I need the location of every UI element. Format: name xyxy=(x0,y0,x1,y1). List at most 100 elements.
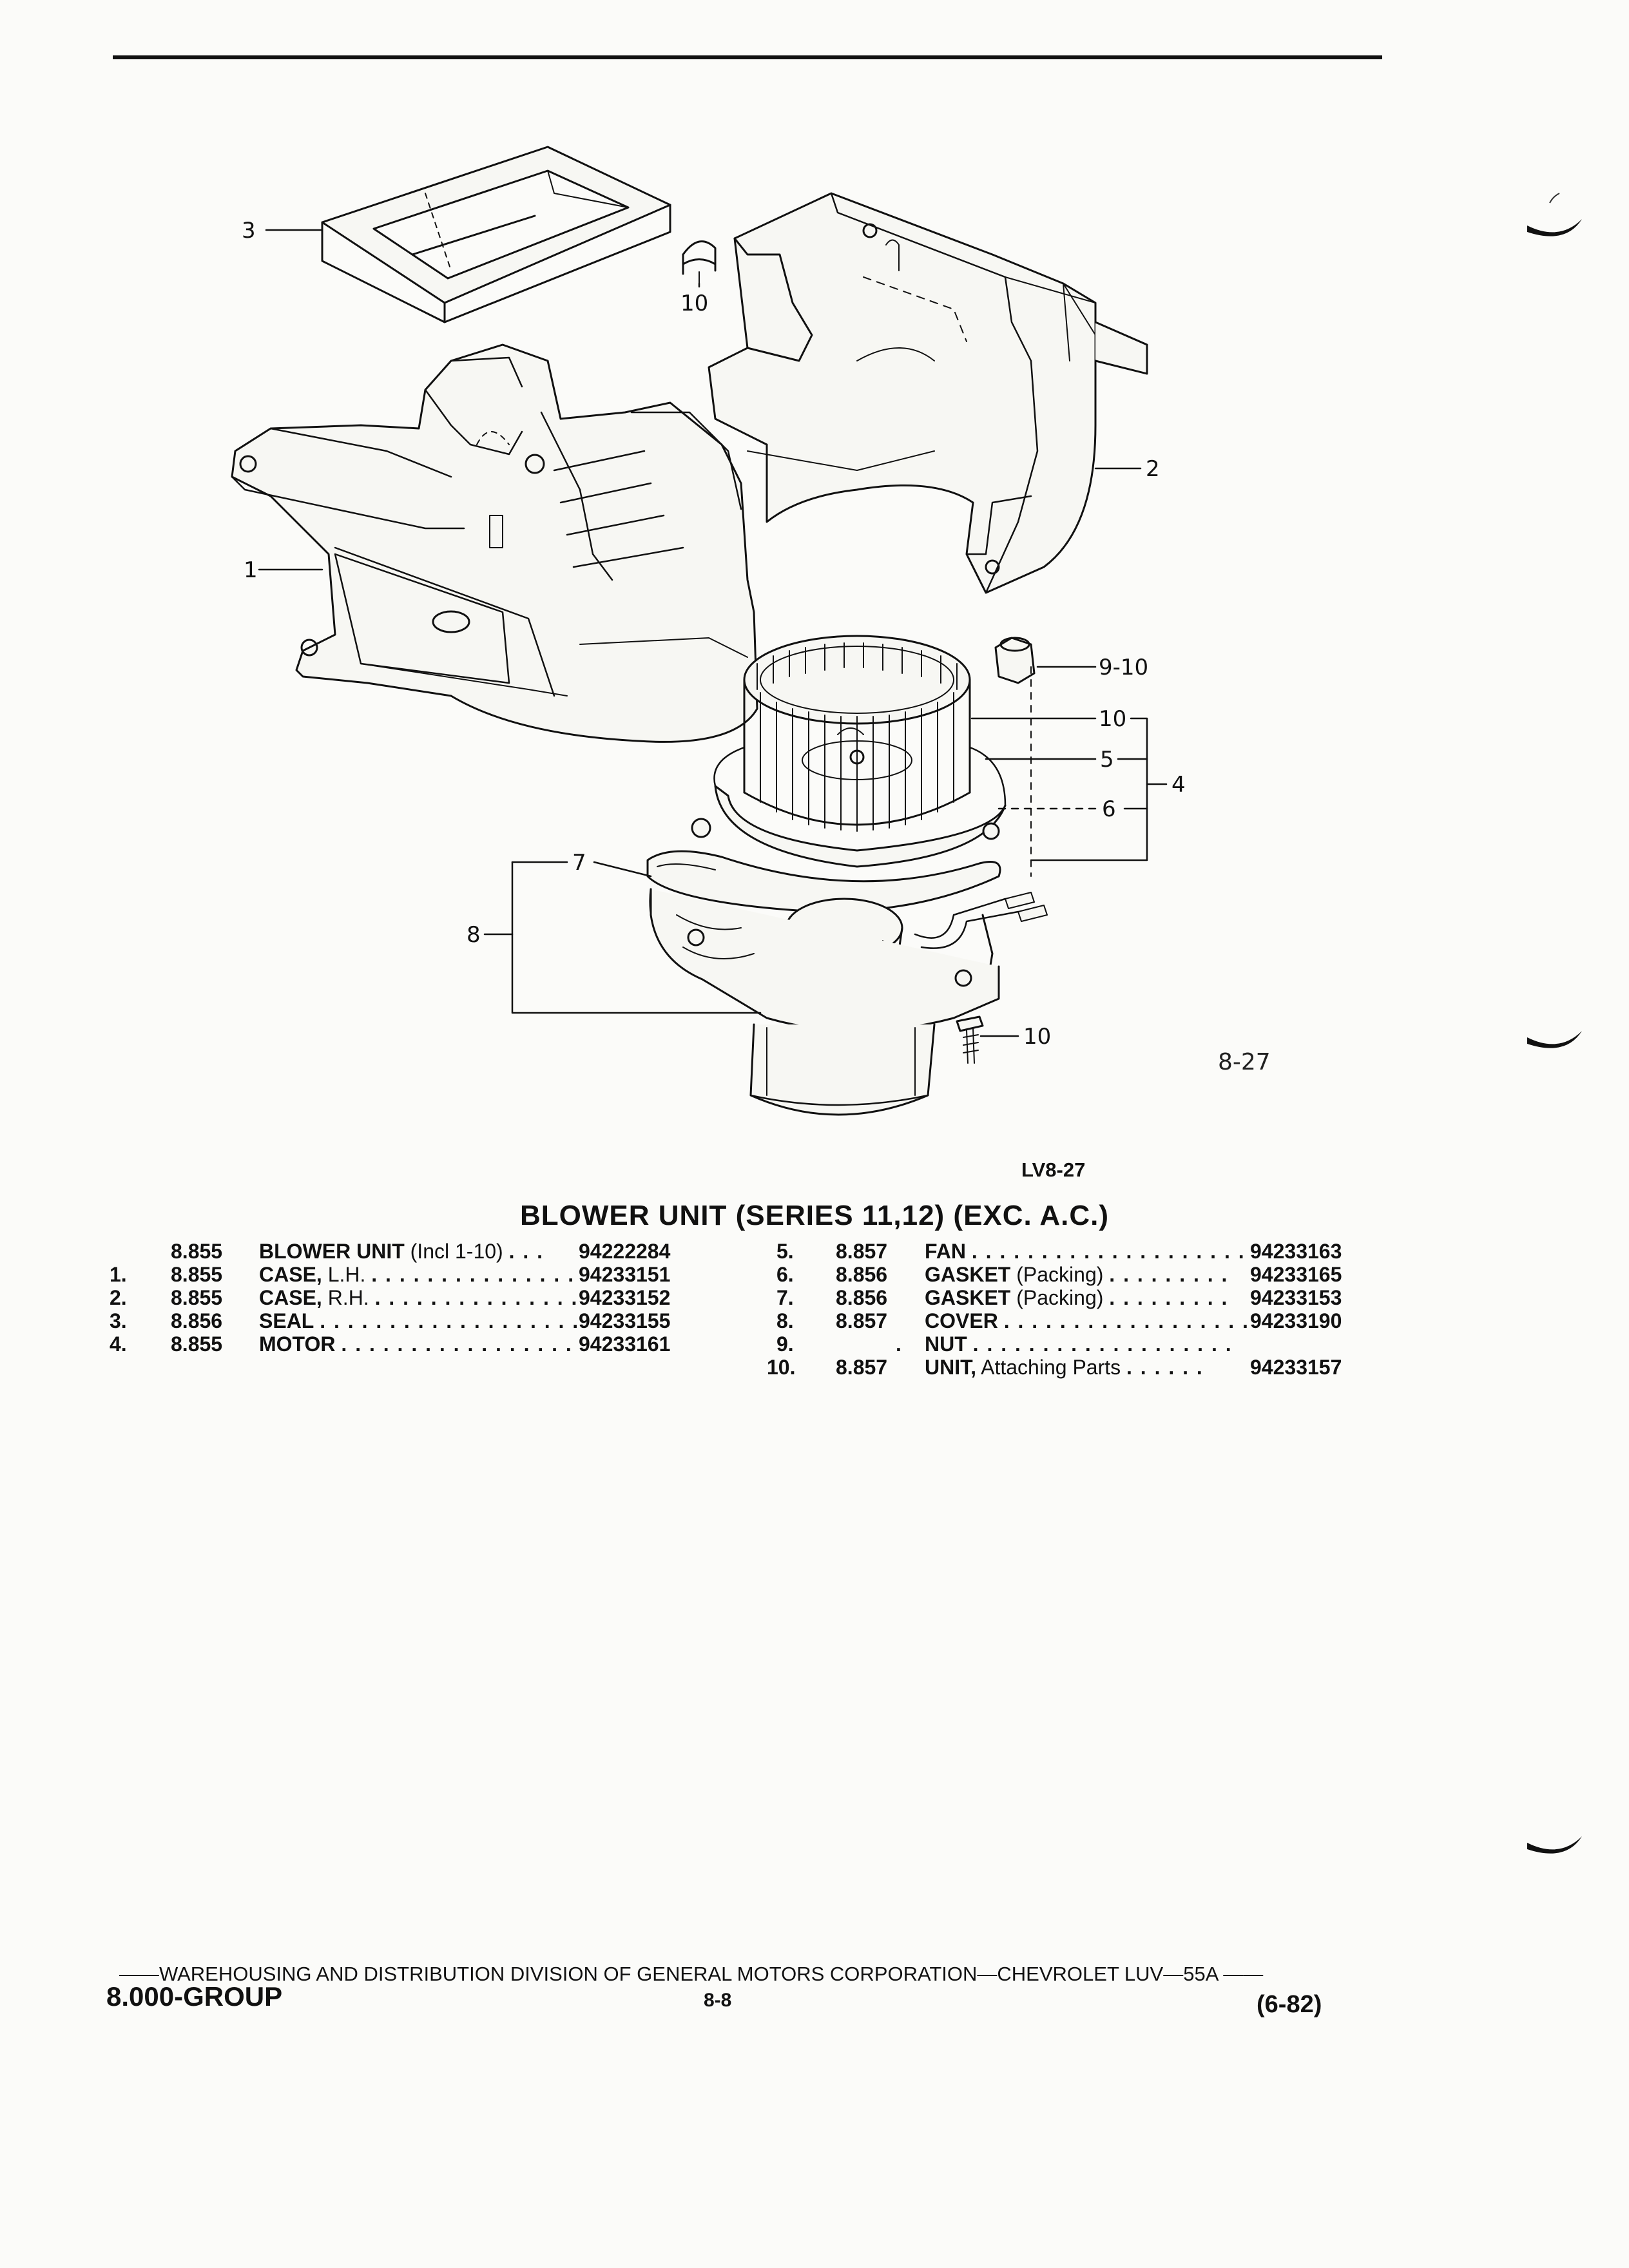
part-description: GASKET (Packing) . . . . . . . . . xyxy=(925,1286,1228,1309)
gasket-part-7 xyxy=(646,850,1001,912)
parts-row: 6. 8.856 GASKET (Packing) . . . . . . . … xyxy=(767,1263,1385,1286)
leader-dots: . . . . . . . . . . . . . . . xyxy=(374,1286,579,1309)
leader-dots: . . . . . . xyxy=(1126,1356,1204,1379)
screw-part-10 xyxy=(956,1015,984,1064)
parts-row: 9. . NUT . . . . . . . . . . . . . . . .… xyxy=(767,1332,1385,1356)
part-name: MOTOR xyxy=(259,1332,336,1356)
parts-row: 8. 8.857 COVER . . . . . . . . . . . . .… xyxy=(767,1309,1385,1332)
callout-10-hub: 10 xyxy=(1099,706,1126,732)
part-detail: (Packing) xyxy=(1016,1286,1104,1309)
item-number: 4. xyxy=(110,1332,127,1356)
part-description: BLOWER UNIT (Incl 1-10) . . . xyxy=(259,1240,544,1263)
binder-mark-bottom xyxy=(1527,1836,1582,1854)
callout-9-10: 9-10 xyxy=(1099,655,1148,680)
part-number: 94233151 xyxy=(579,1263,671,1286)
item-number: 5. xyxy=(776,1240,794,1263)
callout-10-screw: 10 xyxy=(1023,1024,1051,1050)
part-description: NUT . . . . . . . . . . . . . . . . . . … xyxy=(925,1332,1233,1356)
callout-6: 6 xyxy=(1102,796,1116,822)
leader-dots: . . . . . . . . . . . . . . . . . . xyxy=(1003,1309,1249,1332)
group-number: 8.856 xyxy=(171,1309,223,1332)
fan-part-5 xyxy=(743,635,971,832)
group-number: . xyxy=(896,1332,901,1356)
parts-row: 7. 8.856 GASKET (Packing) . . . . . . . … xyxy=(767,1286,1385,1309)
clip-part-10 xyxy=(682,240,717,284)
part-name: UNIT, xyxy=(925,1356,976,1379)
item-number: 2. xyxy=(110,1286,127,1309)
part-description: COVER . . . . . . . . . . . . . . . . . … xyxy=(925,1309,1249,1332)
callout-10-clip: 10 xyxy=(680,291,708,316)
part-detail: (Incl 1-10) xyxy=(410,1240,503,1263)
part-name: FAN xyxy=(925,1240,966,1263)
blower-unit-exploded-diagram: 3 10 2 1 9-10 10 5 6 4 7 8 10 xyxy=(231,146,1186,1116)
part-name: SEAL xyxy=(259,1309,314,1332)
part-name: GASKET xyxy=(925,1286,1011,1309)
item-number: 10. xyxy=(767,1356,796,1379)
part-description: GASKET (Packing) . . . . . . . . . xyxy=(925,1263,1228,1286)
parts-row: 2. 8.855 CASE, R.H. . . . . . . . . . . … xyxy=(110,1286,702,1309)
part-description: MOTOR . . . . . . . . . . . . . . . . . xyxy=(259,1332,573,1356)
callout-5: 5 xyxy=(1100,747,1114,773)
footer-publisher-line: ——WAREHOUSING AND DISTRIBUTION DIVISION … xyxy=(119,1963,1264,1985)
group-number: 8.857 xyxy=(836,1240,888,1263)
parts-list-right: 5. 8.857 FAN . . . . . . . . . . . . . .… xyxy=(767,1240,1385,1379)
group-number: 8.855 xyxy=(171,1263,223,1286)
item-number: 1. xyxy=(110,1263,127,1286)
parts-row: 8.855 BLOWER UNIT (Incl 1-10) . . . 9422… xyxy=(110,1240,702,1263)
item-number: 8. xyxy=(776,1309,794,1332)
part-name: BLOWER UNIT xyxy=(259,1240,405,1263)
callout-3: 3 xyxy=(242,218,256,244)
part-detail: R.H. xyxy=(327,1286,369,1309)
leader-dots: . . . . . . . . . . . . . . . . . . . xyxy=(320,1309,580,1332)
case-lh-part-1 xyxy=(231,343,758,743)
footer-page-number: 8-8 xyxy=(704,1990,732,2011)
binder-mark-middle xyxy=(1527,1031,1582,1048)
part-name: NUT xyxy=(925,1332,967,1356)
leader-dots: . . . xyxy=(508,1240,545,1263)
part-name: CASE, xyxy=(259,1286,322,1309)
leader-dots: . . . . . . . . . . . . . . . . . xyxy=(341,1332,573,1356)
parts-list-left: 8.855 BLOWER UNIT (Incl 1-10) . . . 9422… xyxy=(110,1240,702,1356)
part-number: 94233163 xyxy=(1250,1240,1342,1263)
group-number: 8.855 xyxy=(171,1332,223,1356)
figure-number: 8-27 xyxy=(1218,1049,1271,1075)
group-number: 8.855 xyxy=(171,1240,223,1263)
group-number: 8.857 xyxy=(836,1356,888,1379)
section-title: BLOWER UNIT (SERIES 11,12) (EXC. A.C.) xyxy=(519,1200,1110,1231)
parts-row: 1. 8.855 CASE, L.H. . . . . . . . . . . … xyxy=(110,1263,702,1286)
part-description: SEAL . . . . . . . . . . . . . . . . . .… xyxy=(259,1309,579,1332)
part-name: GASKET xyxy=(925,1263,1011,1286)
group-number: 8.856 xyxy=(836,1263,888,1286)
part-detail: Attaching Parts xyxy=(981,1356,1121,1379)
parts-row: 5. 8.857 FAN . . . . . . . . . . . . . .… xyxy=(767,1240,1385,1263)
group-number: 8.856 xyxy=(836,1286,888,1309)
item-number: 6. xyxy=(776,1263,794,1286)
part-number: 94233161 xyxy=(579,1332,671,1356)
leader-lines xyxy=(258,229,1168,1037)
nut-part-9 xyxy=(994,637,1036,684)
leader-dots: . . . . . . . . . xyxy=(1109,1286,1229,1309)
part-detail: (Packing) xyxy=(1016,1263,1104,1286)
part-description: CASE, R.H. . . . . . . . . . . . . . . . xyxy=(259,1286,578,1309)
leader-dots: . . . . . . . . . xyxy=(1109,1263,1229,1286)
item-number: 9. xyxy=(776,1332,794,1356)
callout-1: 1 xyxy=(244,557,258,583)
footer-group: 8.000-GROUP xyxy=(106,1981,283,2012)
binder-mark-top xyxy=(1527,193,1582,236)
part-description: UNIT, Attaching Parts . . . . . . xyxy=(925,1356,1204,1379)
callout-7: 7 xyxy=(572,850,586,876)
part-number: 94233153 xyxy=(1250,1286,1342,1309)
group-number: 8.857 xyxy=(836,1309,888,1332)
parts-row: 3. 8.856 SEAL . . . . . . . . . . . . . … xyxy=(110,1309,702,1332)
case-rh-part-2 xyxy=(708,192,1148,594)
leader-dots: . . . . . . . . . . . . . . . xyxy=(371,1263,575,1286)
illustration-reference-code: LV8-27 xyxy=(1021,1158,1086,1181)
part-description: CASE, L.H. . . . . . . . . . . . . . . . xyxy=(259,1263,575,1286)
part-name: CASE, xyxy=(259,1263,322,1286)
footer-revision-date: (6-82) xyxy=(1257,1991,1322,2018)
parts-row: 4. 8.855 MOTOR . . . . . . . . . . . . .… xyxy=(110,1332,702,1356)
part-number: 94233165 xyxy=(1250,1263,1342,1286)
leader-dots: . . . . . . . . . . . . . . . . . . . xyxy=(972,1332,1233,1356)
part-name: COVER xyxy=(925,1309,998,1332)
